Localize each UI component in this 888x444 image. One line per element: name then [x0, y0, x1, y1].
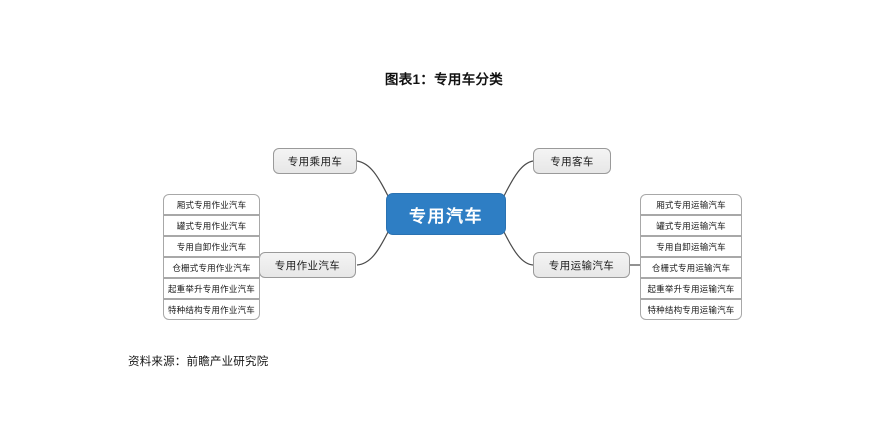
source-note: 资料来源：前瞻产业研究院 — [128, 356, 269, 368]
connector-center-to-transport — [503, 231, 534, 266]
leaf-node-transport-5[interactable]: 特种结构专用运输汽车 — [640, 299, 742, 320]
branch-node-transport[interactable]: 专用运输汽车 — [533, 252, 630, 278]
connector-center-to-operation — [356, 231, 389, 266]
branch-node-passenger[interactable]: 专用乘用车 — [273, 148, 357, 174]
branch-node-bus[interactable]: 专用客车 — [533, 148, 611, 174]
connector-center-to-passenger — [356, 160, 389, 197]
leaf-node-operation-0[interactable]: 厢式专用作业汽车 — [163, 194, 260, 215]
leaf-node-transport-3[interactable]: 仓栅式专用运输汽车 — [640, 257, 742, 278]
leaf-node-transport-1[interactable]: 罐式专用运输汽车 — [640, 215, 742, 236]
leaf-node-operation-1[interactable]: 罐式专用作业汽车 — [163, 215, 260, 236]
center-node[interactable]: 专用汽车 — [386, 193, 506, 235]
connector-center-to-bus — [503, 160, 534, 197]
leaf-node-transport-2[interactable]: 专用自卸运输汽车 — [640, 236, 742, 257]
leaf-node-transport-4[interactable]: 起重举升专用运输汽车 — [640, 278, 742, 299]
leaf-node-transport-0[interactable]: 厢式专用运输汽车 — [640, 194, 742, 215]
leaf-node-operation-2[interactable]: 专用自卸作业汽车 — [163, 236, 260, 257]
leaf-node-operation-5[interactable]: 特种结构专用作业汽车 — [163, 299, 260, 320]
leaf-node-operation-3[interactable]: 仓栅式专用作业汽车 — [163, 257, 260, 278]
leaf-node-operation-4[interactable]: 起重举升专用作业汽车 — [163, 278, 260, 299]
page-title: 图表1：专用车分类 — [384, 72, 504, 87]
branch-node-operation[interactable]: 专用作业汽车 — [259, 252, 356, 278]
